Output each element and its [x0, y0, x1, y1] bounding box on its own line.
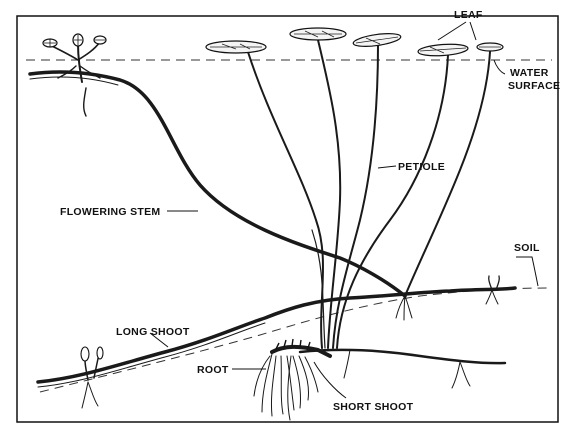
flowering-stem — [30, 42, 405, 296]
label-petiole: PETIOLE — [398, 161, 445, 173]
label-leaf: LEAF — [454, 9, 483, 21]
petioles — [248, 40, 490, 348]
leaf-5 — [477, 43, 503, 51]
label-root: ROOT — [197, 364, 229, 376]
label-flowering-stem: FLOWERING STEM — [60, 206, 160, 218]
long-shoot — [38, 288, 515, 387]
leaf-4 — [418, 43, 469, 57]
label-long-shoot: LONG SHOOT — [116, 326, 190, 338]
label-short-shoot: SHORT SHOOT — [333, 401, 414, 413]
soil-line — [40, 288, 550, 392]
leaf-2 — [290, 28, 346, 40]
floating-leaves — [206, 28, 503, 57]
label-soil: SOIL — [514, 242, 540, 254]
label-water-surface-line2: SURFACE — [508, 80, 560, 92]
leaf-3 — [352, 31, 401, 49]
leaf-1 — [206, 41, 266, 53]
label-water-surface-line1: WATER — [510, 67, 549, 79]
leader-lines — [150, 22, 538, 398]
